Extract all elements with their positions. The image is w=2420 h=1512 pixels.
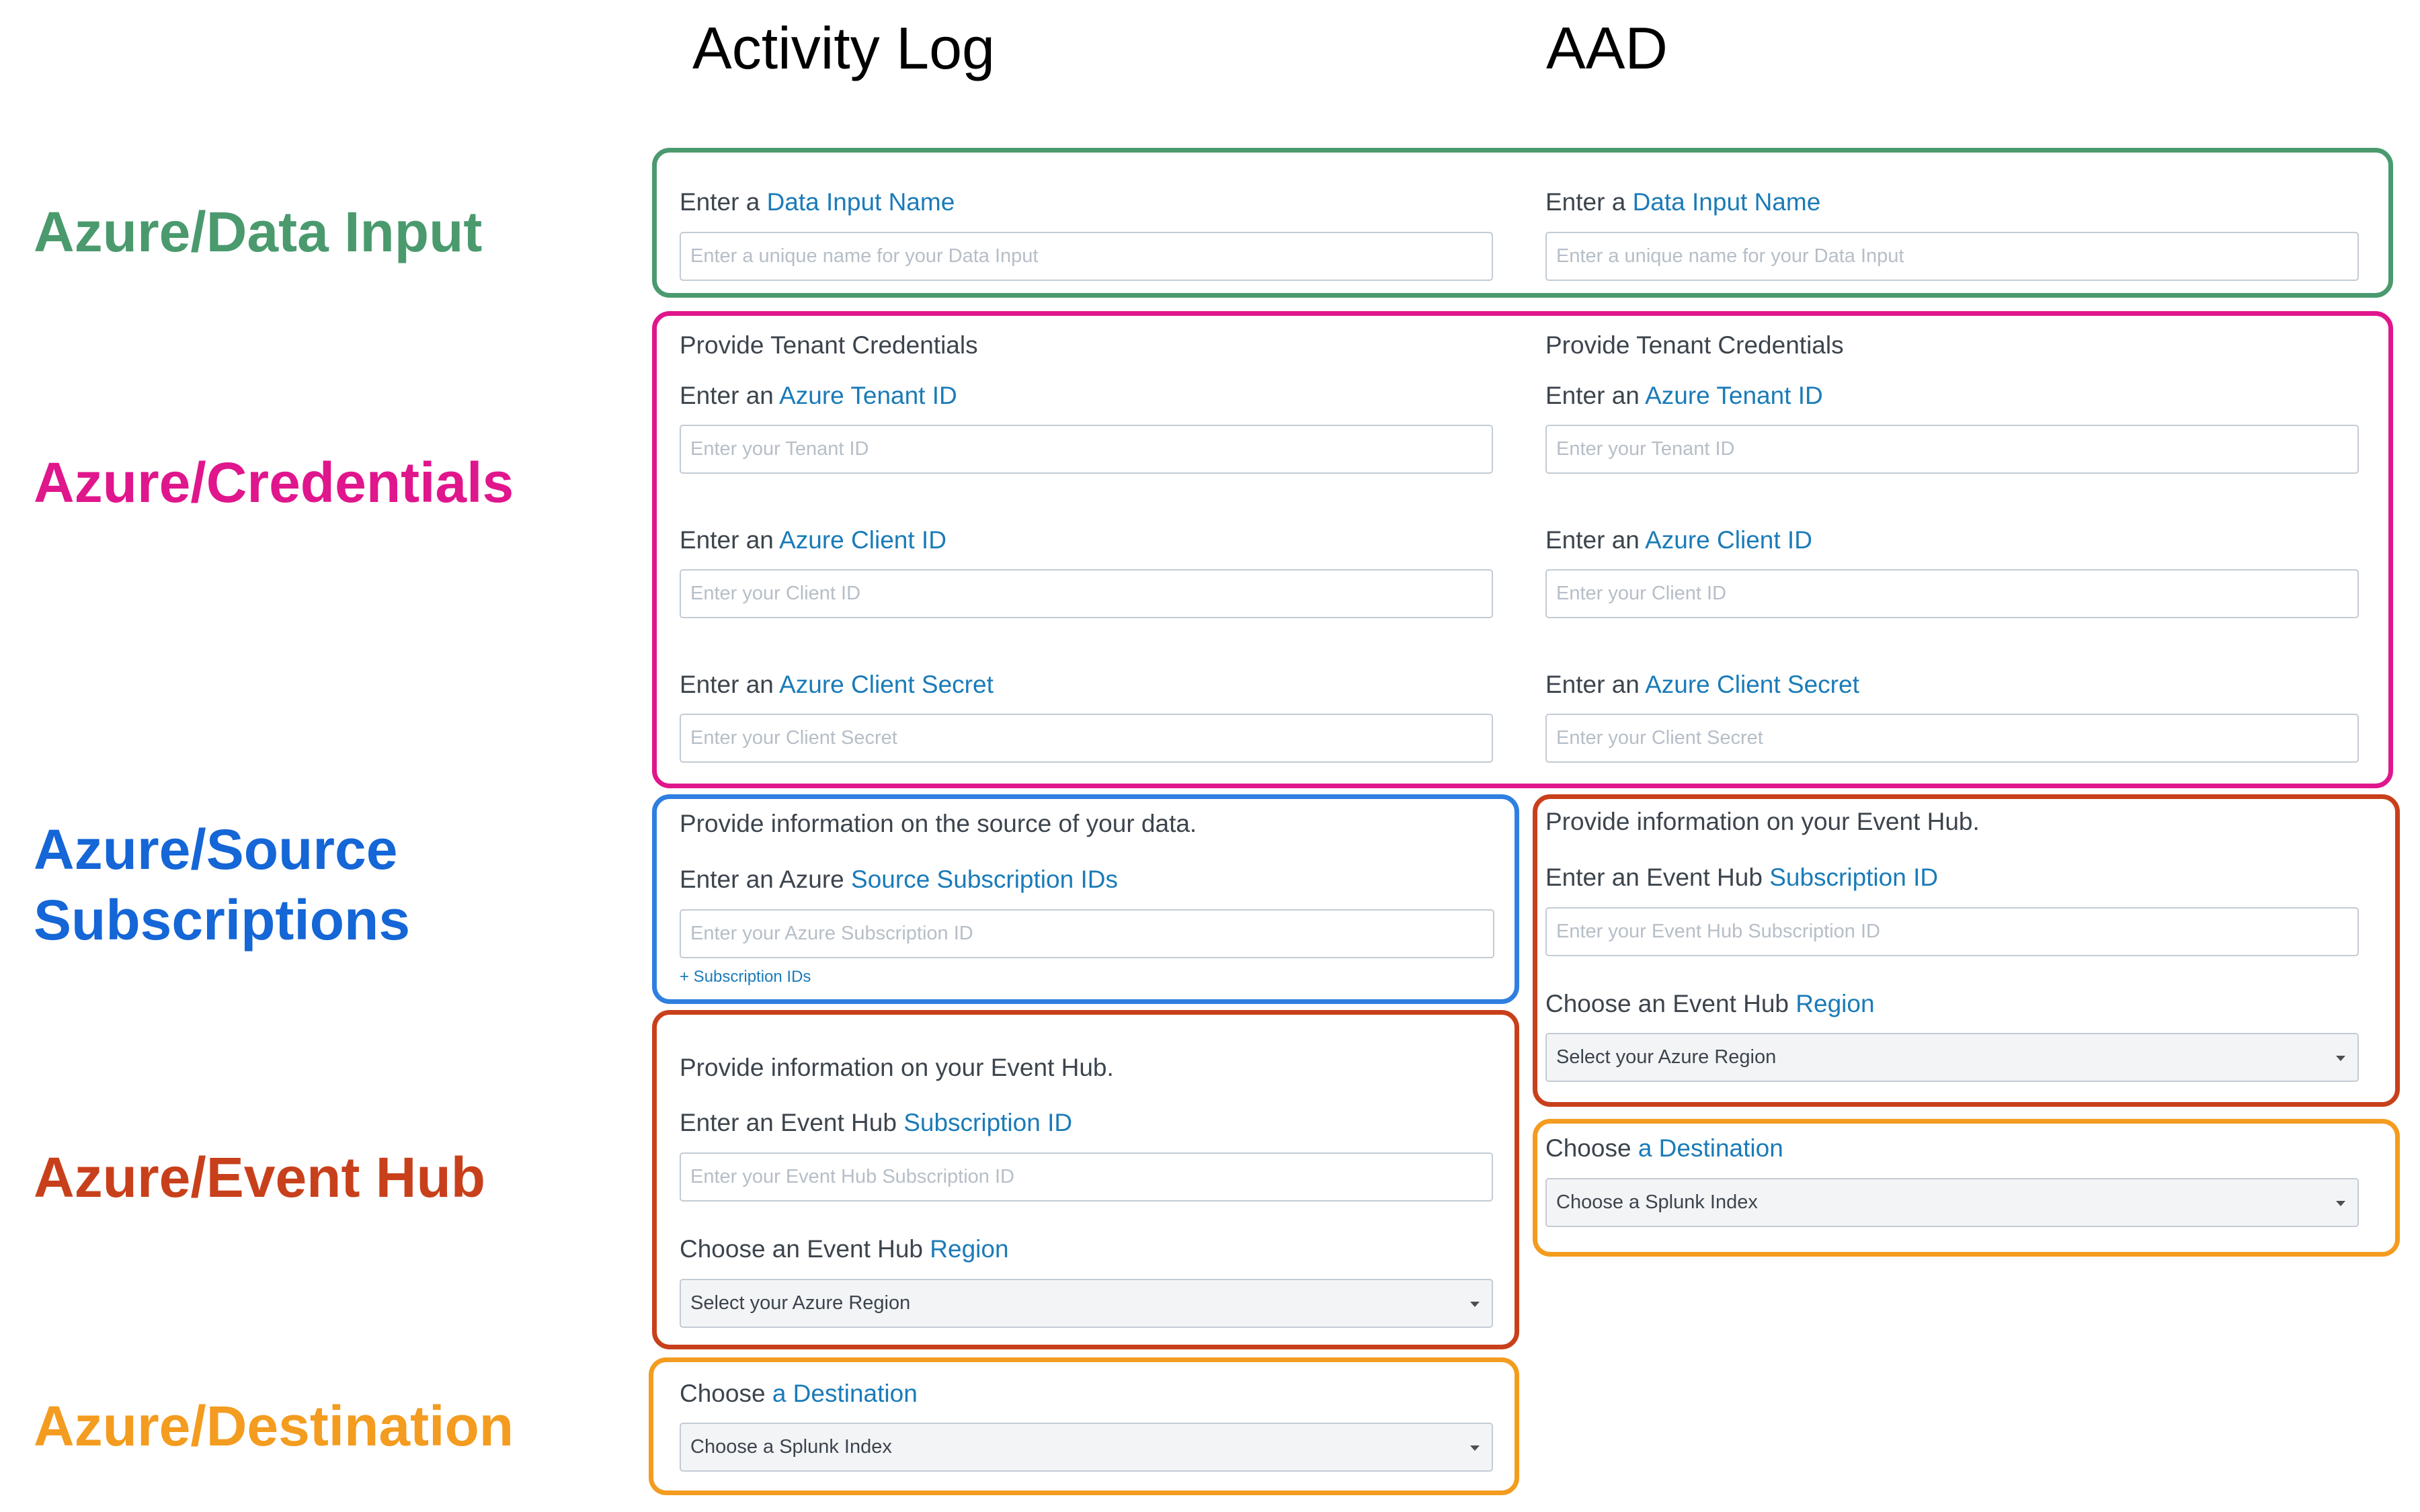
label-highlight: Region xyxy=(930,1235,1009,1263)
source-heading: Provide information on the source of you… xyxy=(680,810,1197,837)
activity-event-hub-region-label: Choose an Event Hub Region xyxy=(680,1236,1009,1261)
activity-data-input-label: Enter a Data Input Name xyxy=(680,190,955,214)
activity-client-secret-label: Enter an Azure Client Secret xyxy=(680,672,994,697)
aad-tenant-id-field[interactable] xyxy=(1545,425,2359,474)
label-prefix: Choose xyxy=(1545,1134,1638,1162)
activity-destination-box xyxy=(649,1357,1519,1495)
section-label-source-line1: Azure/Source xyxy=(34,818,398,881)
activity-event-hub-subscription-label: Enter an Event Hub Subscription ID xyxy=(680,1110,1072,1135)
label-prefix: Choose an Event Hub xyxy=(680,1235,930,1263)
section-label-credentials: Azure/Credentials xyxy=(34,451,514,514)
label-prefix: Enter an xyxy=(1545,671,1646,698)
label-prefix: Enter an xyxy=(1545,526,1646,554)
aad-data-input-name-field[interactable] xyxy=(1545,232,2359,281)
label-prefix: Enter an xyxy=(680,671,780,698)
label-highlight: a Destination xyxy=(1638,1134,1783,1162)
aad-data-input-label: Enter a Data Input Name xyxy=(1545,190,1820,214)
caret-down-icon xyxy=(2336,1201,2345,1206)
activity-destination-label: Choose a Destination xyxy=(680,1381,918,1406)
aad-event-hub-heading: Provide information on your Event Hub. xyxy=(1545,808,1980,835)
aad-client-secret-label: Enter an Azure Client Secret xyxy=(1545,672,1859,697)
activity-client-secret-field[interactable] xyxy=(680,714,1493,763)
activity-event-hub-heading: Provide information on your Event Hub. xyxy=(680,1054,1114,1081)
aad-splunk-index-select[interactable]: Choose a Splunk Index xyxy=(1545,1178,2359,1227)
label-prefix: Enter an xyxy=(680,526,780,554)
label-highlight: Region xyxy=(1796,990,1875,1017)
label-highlight: Azure Tenant ID xyxy=(1645,382,1823,409)
aad-event-hub-region-label: Choose an Event Hub Region xyxy=(1545,991,1875,1016)
activity-tenant-credentials-heading: Provide Tenant Credentials xyxy=(680,331,978,359)
label-prefix: Enter a xyxy=(1545,188,1633,216)
activity-data-input-name-field[interactable] xyxy=(680,232,1493,281)
section-label-event-hub: Azure/Event Hub xyxy=(34,1146,486,1209)
aad-event-hub-box xyxy=(1533,794,2400,1107)
label-highlight: Azure Client ID xyxy=(779,526,946,554)
aad-client-secret-field[interactable] xyxy=(1545,714,2359,763)
column-header-aad: AAD xyxy=(1546,15,1668,81)
activity-tenant-id-label: Enter an Azure Tenant ID xyxy=(680,383,957,408)
aad-tenant-credentials-heading: Provide Tenant Credentials xyxy=(1545,331,1844,359)
caret-down-icon xyxy=(1470,1302,1480,1307)
label-highlight: Azure Client Secret xyxy=(779,671,994,698)
credentials-box xyxy=(652,311,2393,788)
label-highlight: Subscription ID xyxy=(1769,864,1939,891)
section-label-destination: Azure/Destination xyxy=(34,1394,514,1458)
label-prefix: Choose an Event Hub xyxy=(1545,990,1796,1017)
label-highlight: Azure Client Secret xyxy=(1645,671,1859,698)
label-prefix: Choose xyxy=(680,1380,772,1407)
label-highlight: a Destination xyxy=(772,1380,918,1407)
label-highlight: Data Input Name xyxy=(1632,188,1821,216)
label-prefix: Enter an Event Hub xyxy=(1545,864,1770,891)
label-highlight: Subscription ID xyxy=(903,1109,1073,1136)
caret-down-icon xyxy=(2336,1056,2345,1061)
aad-tenant-id-label: Enter an Azure Tenant ID xyxy=(1545,383,1823,408)
aad-event-hub-subscription-field[interactable] xyxy=(1545,907,2359,956)
label-prefix: Enter an xyxy=(680,382,780,409)
activity-client-id-label: Enter an Azure Client ID xyxy=(680,528,946,552)
label-prefix: Enter an Event Hub xyxy=(680,1109,904,1136)
aad-region-select[interactable]: Select your Azure Region xyxy=(1545,1033,2359,1082)
label-highlight: Source Subscription IDs xyxy=(851,866,1118,893)
column-header-activity-log: Activity Log xyxy=(692,15,995,81)
activity-region-select[interactable]: Select your Azure Region xyxy=(680,1279,1493,1328)
activity-splunk-index-select[interactable]: Choose a Splunk Index xyxy=(680,1423,1493,1472)
select-value: Choose a Splunk Index xyxy=(1556,1191,1758,1213)
source-subscription-id-field[interactable] xyxy=(680,909,1494,958)
select-value: Select your Azure Region xyxy=(690,1292,911,1314)
source-subscriptions-box xyxy=(652,794,1519,1004)
aad-destination-box xyxy=(1533,1119,2400,1257)
aad-client-id-label: Enter an Azure Client ID xyxy=(1545,528,1812,552)
label-prefix: Enter an xyxy=(1545,382,1646,409)
activity-event-hub-subscription-field[interactable] xyxy=(680,1152,1493,1202)
section-label-source-line2: Subscriptions xyxy=(34,888,411,952)
section-label-data-input: Azure/Data Input xyxy=(34,200,483,263)
label-highlight: Azure Tenant ID xyxy=(779,382,957,409)
aad-event-hub-subscription-label: Enter an Event Hub Subscription ID xyxy=(1545,865,1938,890)
section-label-source-subscriptions: Azure/Source Subscriptions xyxy=(34,814,410,956)
aad-client-id-field[interactable] xyxy=(1545,569,2359,618)
label-highlight: Data Input Name xyxy=(766,188,955,216)
activity-tenant-id-field[interactable] xyxy=(680,425,1493,474)
label-prefix: Enter a xyxy=(680,188,767,216)
activity-client-id-field[interactable] xyxy=(680,569,1493,618)
aad-destination-label: Choose a Destination xyxy=(1545,1136,1783,1161)
caret-down-icon xyxy=(1470,1445,1480,1451)
select-value: Select your Azure Region xyxy=(1556,1046,1777,1068)
add-subscription-ids-link[interactable]: + Subscription IDs xyxy=(680,968,811,986)
label-prefix: Enter an Azure xyxy=(680,866,852,893)
activity-event-hub-box xyxy=(652,1010,1519,1349)
select-value: Choose a Splunk Index xyxy=(690,1436,892,1458)
source-subscription-ids-label: Enter an Azure Source Subscription IDs xyxy=(680,867,1118,892)
data-input-box xyxy=(652,148,2393,298)
label-highlight: Azure Client ID xyxy=(1645,526,1812,554)
